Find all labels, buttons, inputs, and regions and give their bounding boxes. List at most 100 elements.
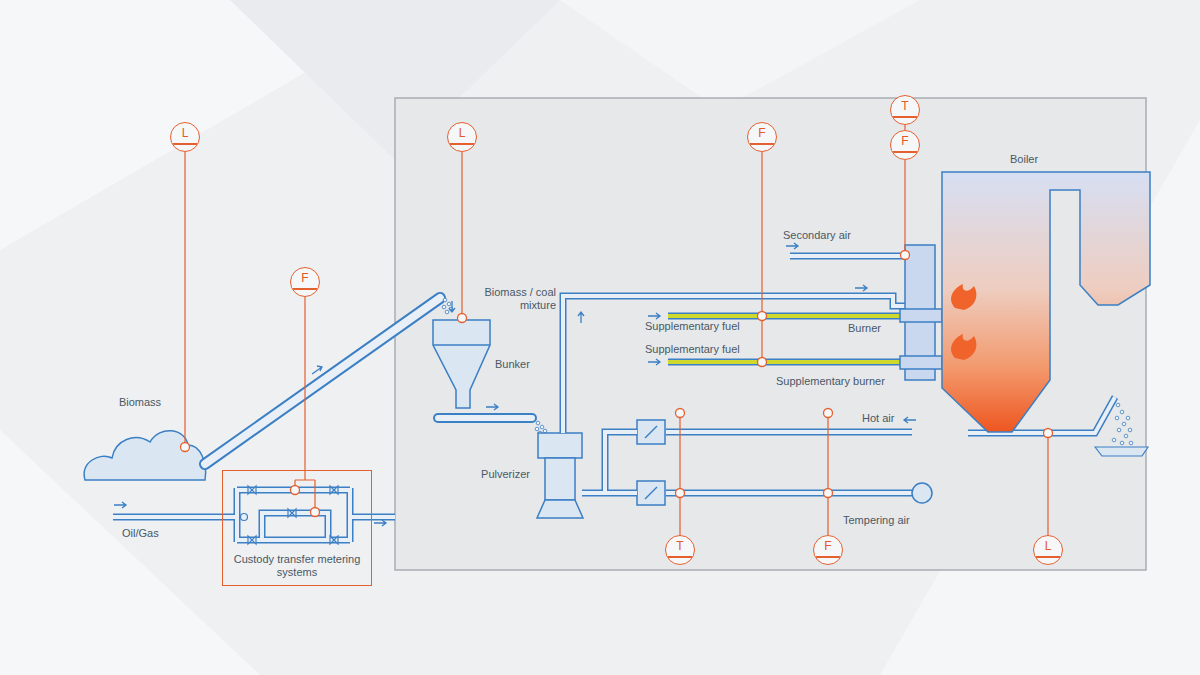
part-label: Supplementary fuel [645, 320, 740, 333]
instrument-bubble: T [890, 95, 920, 125]
flames [951, 284, 976, 360]
leader-lines [184, 152, 185, 443]
part-label: Hot air [862, 412, 894, 425]
measuring-points [758, 358, 767, 367]
flow-arrows [486, 404, 498, 410]
metering-valves [330, 486, 338, 494]
ash-output [1120, 410, 1124, 414]
instrument-letter: F [824, 540, 831, 553]
instrument-bubble: L [447, 122, 477, 152]
ash-output [1095, 403, 1148, 456]
conveyor-belt [438, 413, 532, 423]
leader-lines [904, 160, 905, 251]
air-dampers [637, 481, 665, 505]
measuring-points [901, 251, 910, 260]
part-label: Biomass / coal mixture [484, 286, 556, 312]
instrument-bubble: F [290, 267, 320, 297]
instrument-letter: T [901, 100, 908, 113]
flow-arrows [648, 359, 660, 365]
air-fan [912, 483, 932, 503]
measuring-points [824, 409, 833, 418]
measuring-points [676, 489, 685, 498]
part-label: Supplementary burner [776, 375, 885, 388]
measuring-points [758, 312, 767, 321]
metering-valves [288, 509, 296, 517]
measuring-points [676, 409, 685, 418]
instrument-letter: F [901, 135, 908, 148]
part-label: Pulverizer [481, 468, 530, 481]
particles [536, 421, 540, 425]
metering-valves [241, 514, 248, 521]
bunker [433, 320, 490, 408]
flames [951, 284, 976, 310]
part-label: Boiler [1010, 153, 1038, 166]
instrument-letter: L [182, 127, 189, 140]
leader-lines [1047, 438, 1048, 536]
leader-connector [304, 297, 305, 470]
leader-lines [679, 418, 680, 536]
pulverizer [537, 433, 583, 518]
instrument-bubble: L [170, 122, 200, 152]
flow-arrows [374, 520, 386, 526]
metering-valves [248, 536, 256, 544]
air-fan [912, 483, 932, 503]
instrument-bubble: F [747, 122, 777, 152]
instrument-letter: F [758, 127, 765, 140]
instrument-bubble: T [665, 535, 695, 565]
bubble-divider [291, 288, 319, 290]
biomass-pile [84, 431, 205, 480]
measuring-points [181, 443, 190, 452]
burner-windbox [900, 356, 942, 369]
particles [535, 427, 539, 431]
bubble-divider [666, 556, 694, 558]
part-label: Biomass [119, 396, 161, 409]
box-label: Custody transfer metering systems [229, 553, 365, 579]
instrument-bubble: F [813, 535, 843, 565]
air-dampers [645, 426, 657, 438]
bubble-divider [748, 143, 776, 145]
instrument-bubble: L [1033, 535, 1063, 565]
instrument-letter: T [676, 540, 683, 553]
metering-valves [248, 486, 256, 494]
measuring-points [181, 251, 1053, 517]
air-dampers [637, 420, 665, 505]
ash-output [1115, 416, 1119, 420]
measuring-points [1044, 429, 1053, 438]
part-label: Tempering air [843, 514, 910, 527]
instrument-letter: L [1045, 540, 1052, 553]
ash-output [1117, 428, 1121, 432]
ash-output [1129, 441, 1133, 445]
ash-output [1120, 441, 1124, 445]
ash-output [1112, 438, 1116, 442]
flames [951, 334, 976, 360]
bubble-divider [171, 143, 199, 145]
metering-valves [241, 486, 339, 544]
measuring-points [824, 489, 833, 498]
conveyor-belt [438, 415, 532, 421]
metering-valves [330, 536, 338, 544]
bubble-divider [814, 556, 842, 558]
flow-arrows [114, 502, 126, 508]
bubble-divider [891, 151, 919, 153]
flow-arrows [312, 366, 322, 374]
bubble-divider [891, 116, 919, 118]
ash-output [1122, 422, 1126, 426]
background [0, 430, 260, 675]
part-label: Oil/Gas [122, 527, 159, 540]
background [560, 0, 920, 110]
biomass-pile [84, 431, 205, 480]
particles [447, 302, 451, 306]
instrument-bubble: F [890, 130, 920, 160]
conveyor-belt [205, 298, 440, 464]
pulverizer [537, 500, 583, 518]
ash-output [1126, 416, 1130, 420]
bubble-divider [1034, 556, 1062, 558]
flow-arrows [449, 301, 455, 312]
bunker [433, 344, 490, 346]
air-dampers [637, 420, 665, 444]
pulverizer [545, 458, 575, 500]
conveyor-belt [205, 298, 440, 464]
